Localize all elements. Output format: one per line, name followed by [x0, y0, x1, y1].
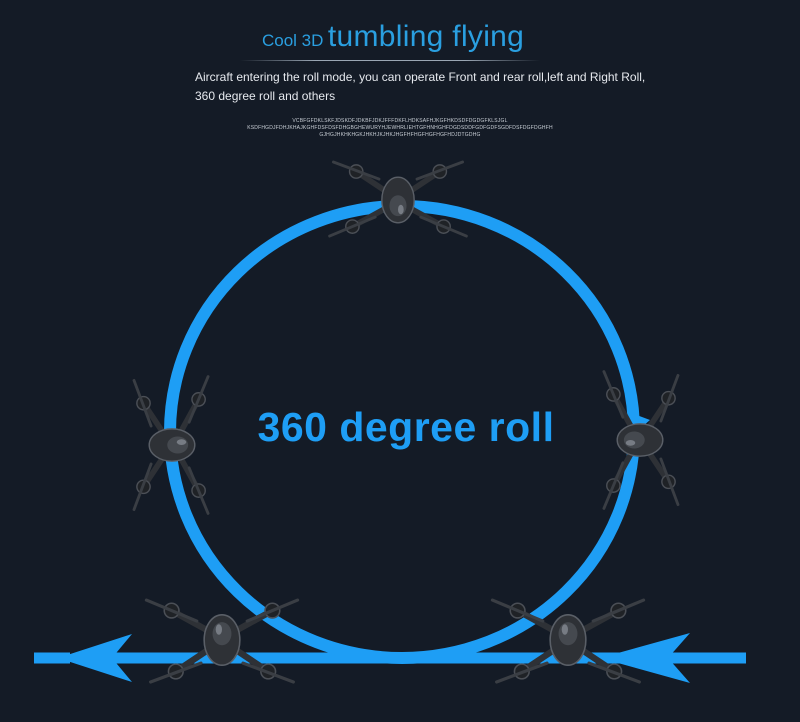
fine-print: VCBFGFDKLSKFJDSKDFJDKBFJDKJFFFDKFLHDKSAF… — [200, 118, 600, 139]
drone-top-icon — [330, 162, 467, 236]
drone-bottom-right-icon — [492, 600, 643, 682]
description-line-1: Aircraft entering the roll mode, you can… — [195, 70, 646, 84]
fine-print-line-2: KSDFHGDJFDHJKHAJKGHFDSFDSFDHGBGHEWURYHJE… — [247, 125, 553, 131]
header: Cool 3D tumbling flying Aircraft enterin… — [0, 0, 800, 150]
title-small: Cool 3D — [262, 31, 324, 50]
fine-print-line-3: GJHGJHKHKHGKJHKHJKJHKJHGFHFHGFHGFHGFHDJD… — [319, 132, 481, 138]
page-title: Cool 3D tumbling flying — [262, 20, 552, 60]
drone-bottom-left-icon — [146, 600, 297, 682]
arrow-head-left-icon — [58, 634, 132, 682]
title-big: tumbling flying — [327, 20, 525, 53]
fine-print-line-1: VCBFGFDKLSKFJDSKDFJDKBFJDKJFFFDKFLHDKSAF… — [292, 118, 508, 124]
title-divider — [240, 60, 540, 61]
description-line-2: 360 degree roll and others — [195, 89, 336, 103]
description: Aircraft entering the roll mode, you can… — [195, 68, 735, 106]
arrow-head-right-icon — [600, 633, 690, 683]
roll-label: 360 degree roll — [257, 404, 555, 450]
